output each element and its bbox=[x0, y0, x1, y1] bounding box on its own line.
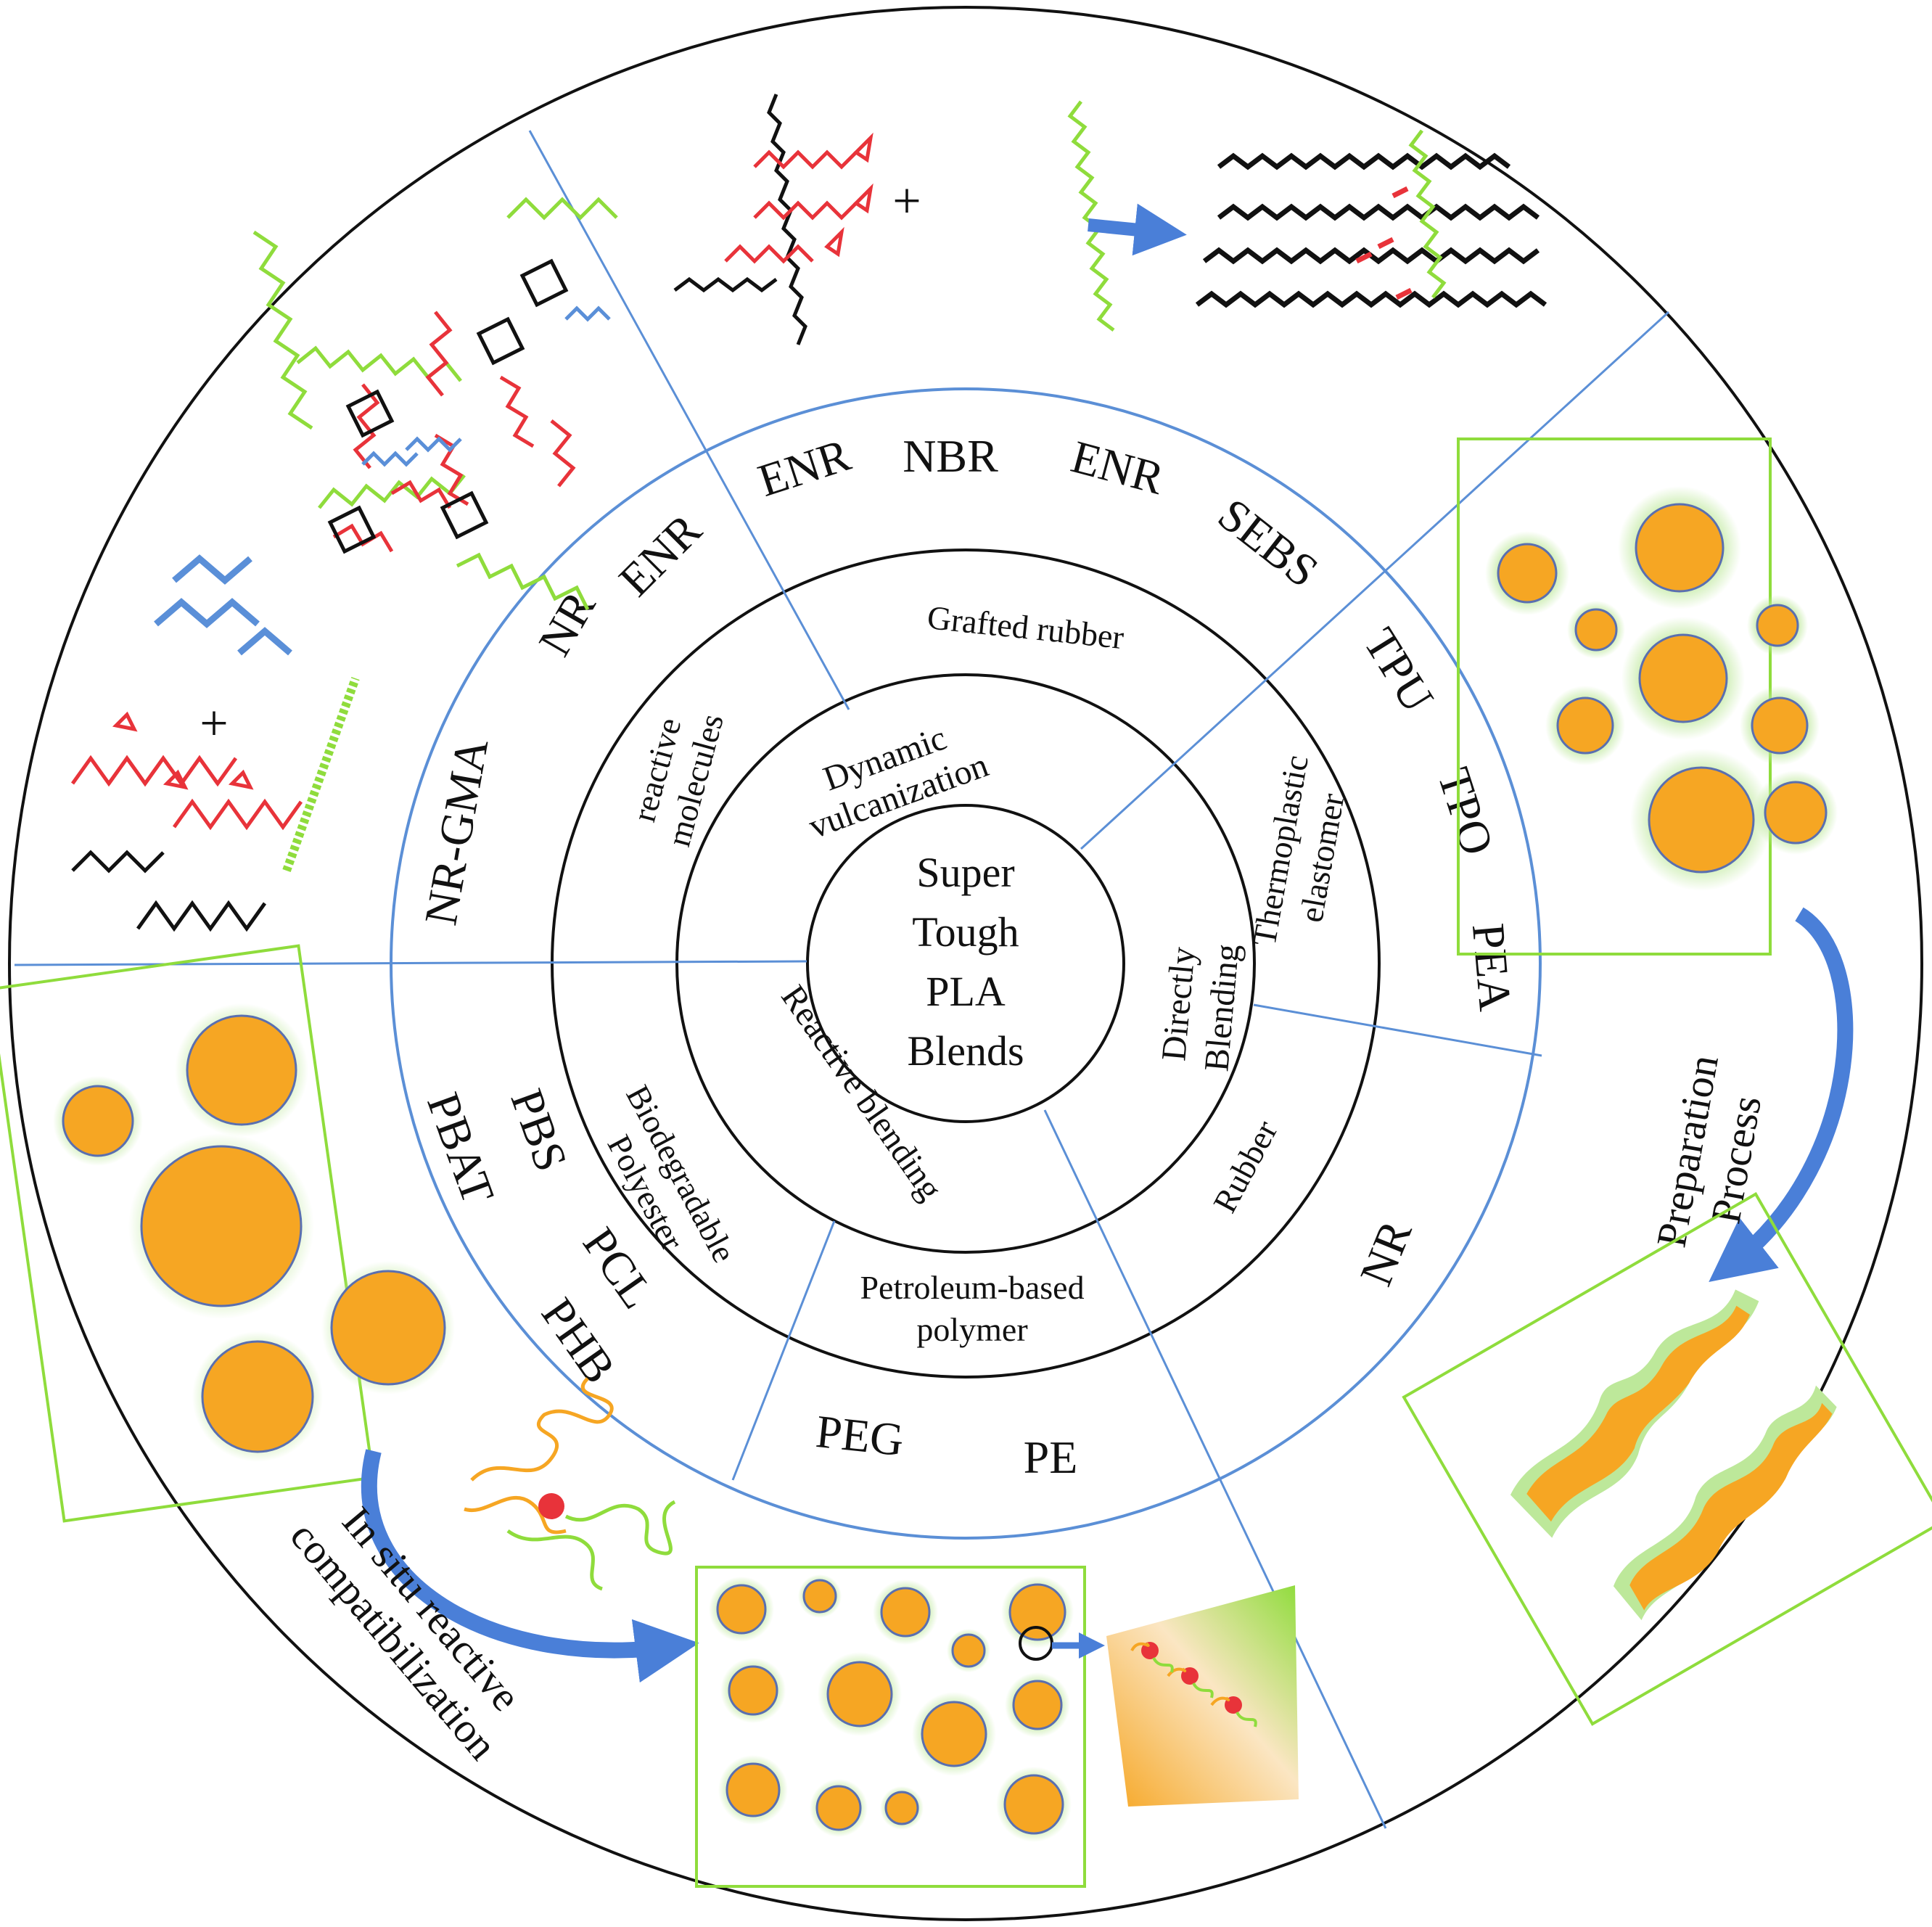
category-reactive-molecules: reactive molecules bbox=[625, 710, 731, 850]
material-enr-2: ENR bbox=[752, 429, 857, 506]
grafted-rubber-illustration bbox=[673, 94, 1115, 345]
svg-text:Directly: Directly bbox=[1154, 945, 1203, 1062]
sector-dividers bbox=[14, 130, 1670, 1829]
category-grafted-rubber: Grafted rubber bbox=[926, 599, 1126, 656]
svg-text:Reactive blending: Reactive blending bbox=[773, 978, 950, 1207]
preparation-process-label: Preparation Process bbox=[1648, 1051, 1771, 1251]
svg-text:Rubber: Rubber bbox=[1206, 1114, 1285, 1219]
compatibilized-morphology-box bbox=[695, 1566, 1086, 1888]
material-enr-3: ENR bbox=[1066, 430, 1170, 504]
material-enr-1: ENR bbox=[609, 504, 711, 606]
grafted-product-illustration bbox=[1195, 129, 1547, 308]
plus-sign-top: + bbox=[892, 173, 921, 229]
svg-text:Grafted rubber: Grafted rubber bbox=[926, 599, 1126, 656]
material-pe: PE bbox=[1024, 1431, 1078, 1483]
center-line-4: Blends bbox=[907, 1027, 1024, 1075]
cocontinuous-morphology bbox=[1402, 1192, 1932, 1726]
center-line-1: Super bbox=[916, 849, 1014, 896]
method-labels: Dynamic vulcanization Directly Blending … bbox=[773, 718, 1246, 1207]
insitu-arrow bbox=[361, 1449, 699, 1683]
material-nr-2: NR bbox=[1349, 1213, 1421, 1292]
category-rubber: Rubber bbox=[1206, 1114, 1285, 1219]
material-pbat: PBAT bbox=[417, 1086, 504, 1210]
method-dynamic-vulcanization: Dynamic vulcanization bbox=[804, 718, 993, 846]
material-nbr: NBR bbox=[903, 430, 998, 482]
material-labels: NR-GMA NR ENR ENR NBR ENR SEBS TPU TPO P… bbox=[414, 429, 1521, 1483]
center-line-2: Tough bbox=[912, 908, 1019, 956]
svg-text:polymer: polymer bbox=[916, 1311, 1027, 1348]
material-pea: PEA bbox=[1463, 921, 1521, 1014]
reaction-arrow bbox=[1088, 203, 1187, 256]
material-peg: PEG bbox=[813, 1405, 906, 1466]
reactive-network-illustration bbox=[70, 197, 618, 932]
svg-text:Petroleum-based: Petroleum-based bbox=[860, 1269, 1084, 1306]
center-line-3: PLA bbox=[926, 968, 1006, 1015]
zoom-inset bbox=[1106, 1585, 1299, 1807]
material-tpo: TPO bbox=[1428, 762, 1504, 861]
category-petroleum-based-polymer: Petroleum-based polymer bbox=[860, 1269, 1084, 1348]
material-phb: PHB bbox=[532, 1289, 626, 1392]
outer-ring bbox=[8, 6, 1923, 1921]
preparation-arrow bbox=[1709, 907, 1854, 1283]
material-tpu: TPU bbox=[1354, 620, 1444, 721]
method-reactive-blending: Reactive blending bbox=[773, 978, 950, 1207]
plus-sign-left: + bbox=[200, 696, 228, 752]
method-ring bbox=[675, 673, 1256, 1254]
material-nr-1: NR bbox=[528, 583, 605, 665]
center-title: Super Tough PLA Blends bbox=[907, 849, 1024, 1075]
droplet-morphology-box bbox=[0, 944, 375, 1523]
center-ring bbox=[806, 804, 1125, 1123]
compatibilizer-tangle bbox=[464, 1377, 676, 1591]
method-directly-blending: Directly Blending bbox=[1154, 942, 1246, 1073]
tpe-particles bbox=[1485, 486, 1838, 891]
category-thermoplastic-elastomer: Thermoplastic elastomer bbox=[1246, 752, 1352, 949]
compatibilized-particles bbox=[709, 1574, 1074, 1842]
insitu-compatibilization-label: In situ reactive compatibilization bbox=[281, 1498, 530, 1769]
material-pbs: PBS bbox=[501, 1082, 577, 1178]
droplet-particles bbox=[53, 1003, 455, 1462]
